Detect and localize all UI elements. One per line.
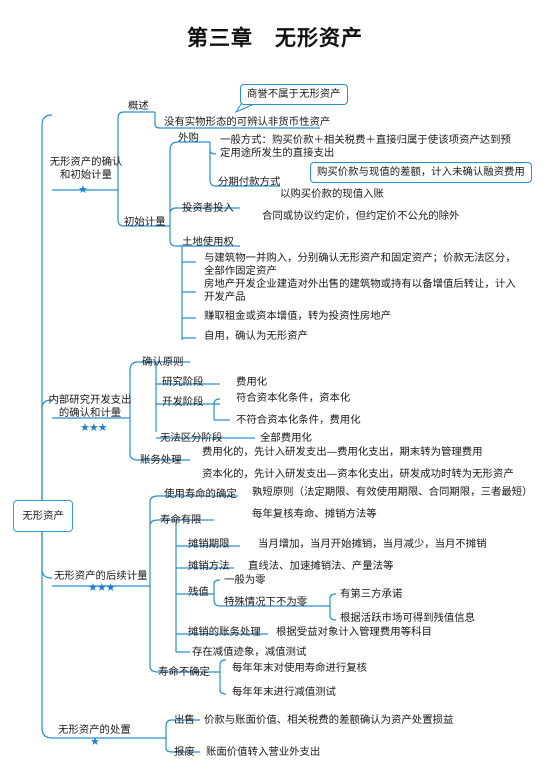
definition-text: 没有实物形态的可辨认非货币性资产: [164, 116, 331, 128]
residual-label: 残值: [188, 586, 209, 598]
sale-label: 出售: [174, 714, 195, 726]
branch-recognition-label: 无形资产的确认和初始计量: [49, 156, 123, 181]
development-stage-label: 开发阶段: [162, 396, 204, 408]
investor-label: 投资者投入: [182, 202, 234, 214]
sale-text: 价款与账面价值、相关税费的差额确认为资产处置损益: [204, 714, 454, 726]
accounting-item-2: 资本化的，先计入研发支出—资本化支出，研发成功时转为无形资产: [202, 468, 514, 480]
initial-measure-label: 初始计量: [124, 216, 166, 228]
indefinite-item-2: 每年年末进行减值测试: [232, 686, 336, 698]
scrap-text: 账面价值转入营业外支出: [206, 746, 321, 758]
branch-subsequent-label: 无形资产的后续计量: [54, 570, 148, 582]
principle-label: 确认原则: [142, 356, 184, 368]
goodwill-callout: 商誉不属于无形资产: [240, 84, 348, 105]
page-title: 第三章 无形资产: [187, 26, 363, 50]
land-item-4: 自用，确认为无形资产: [204, 330, 308, 342]
residual-special-item-1: 有第三方承诺: [340, 588, 403, 600]
development-no-text: 不符合资本化条件，费用化: [236, 414, 361, 426]
residual-special-item-2: 根据活跃市场可得到残值信息: [340, 612, 476, 624]
amort-period-label: 摊销期限: [188, 538, 230, 550]
scrap-label: 报废: [174, 746, 195, 758]
indefinite-item-1: 每年年末对使用寿命进行复核: [232, 662, 368, 674]
overview-label: 概述: [128, 100, 149, 112]
installment-label: 分期付款方式: [218, 176, 281, 188]
life-determine-item-1: 孰短原则（法定期限、有效使用期限、合同期限，三者最短）: [252, 486, 533, 498]
residual-general-text: 一般为零: [224, 574, 266, 586]
amort-entry-text: 根据受益对象计入管理费用等科目: [276, 626, 432, 638]
life-determine-item-2: 每年复核寿命、摊销方法等: [252, 508, 377, 520]
root-node: 无形资产: [13, 500, 73, 532]
indistinct-stage-label: 无法区分阶段: [160, 432, 223, 444]
impairment-text: 存在减值迹象，减值测试: [192, 646, 307, 658]
accounting-item-1: 费用化的，先计入研发支出—费用化支出，期末转为管理费用: [202, 446, 483, 458]
indistinct-stage-text: 全部费用化: [260, 432, 312, 444]
amort-method-label: 摊销方法: [188, 560, 230, 572]
purchase-general-text: 一般方式：购买价款＋相关税费＋直接归属于使该项资产达到预定用途所发生的直接支出: [220, 134, 511, 159]
land-use-label: 土地使用权: [182, 236, 234, 248]
life-determine-label: 使用寿命的确定: [164, 488, 237, 500]
research-stage-text: 费用化: [236, 376, 268, 388]
residual-special-text: 特殊情况下不为零: [224, 596, 308, 608]
importance-stars: ★: [90, 735, 100, 748]
investor-text: 合同或协议约定价，但约定价不公允的除外: [262, 210, 460, 222]
land-item-2: 房地产开发企业建造对外出售的建筑物或持有以备增值后转让，计入开发产品: [204, 278, 516, 303]
amort-period-text: 当月增加，当月开始摊销，当月减少，当月不摊销: [258, 538, 487, 550]
land-item-3: 赚取租金或资本增值，转为投资性房地产: [204, 310, 392, 322]
importance-stars: ★: [78, 183, 88, 196]
importance-stars: ★★★: [88, 581, 116, 594]
installment-note-box: 购买价款与现值的差额，计入未确认融资费用: [310, 162, 532, 183]
importance-stars: ★★★: [80, 421, 108, 434]
installment-value-text: 以购买价款的现值入账: [280, 188, 384, 200]
development-yes-text: 符合资本化条件，资本化: [236, 392, 351, 404]
purchase-label: 外购: [178, 132, 199, 144]
amort-entry-label: 摊销的账务处理: [188, 626, 261, 638]
finite-life-label: 寿命有限: [160, 514, 202, 526]
branch-disposal-label: 无形资产的处置: [58, 724, 131, 736]
amort-method-text: 直线法、加速摊销法、产量法等: [248, 560, 394, 572]
branch-rnd-label: 内部研究开发支出的确认和计量: [48, 394, 132, 419]
land-item-1: 与建筑物一并购入，分别确认无形资产和固定资产；价款无法区分，全部作固定资产: [204, 252, 516, 277]
accounting-label: 账务处理: [140, 454, 182, 466]
research-stage-label: 研究阶段: [162, 376, 204, 388]
indefinite-life-label: 寿命不确定: [158, 666, 210, 678]
